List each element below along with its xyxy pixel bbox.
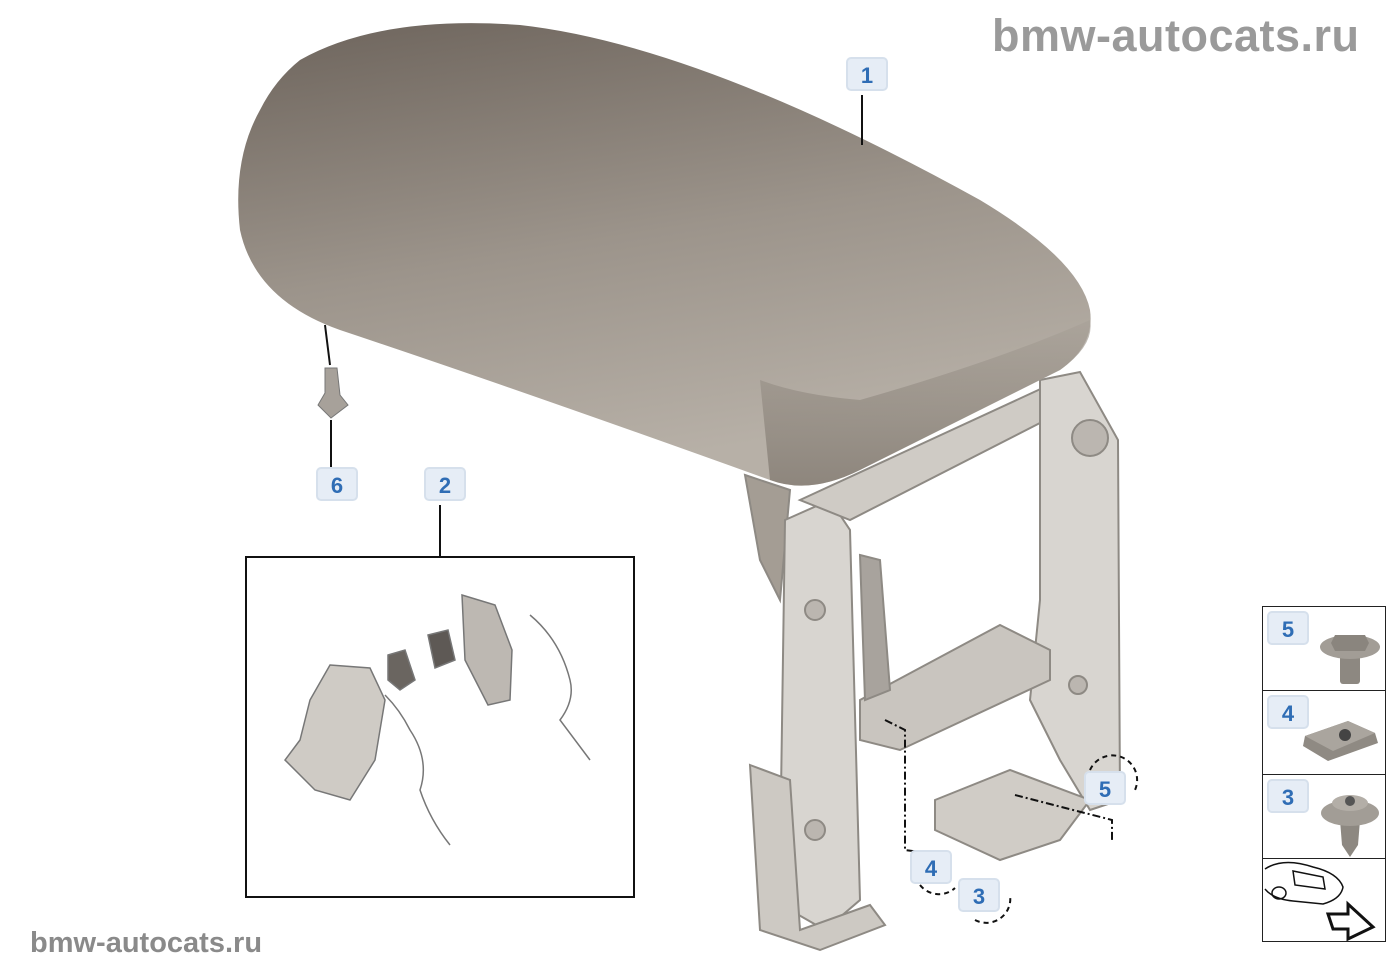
legend-row-4[interactable]: 4 <box>1263 691 1385 775</box>
watermark-bottom: bmw-autocats.ru <box>30 927 263 959</box>
vehicle-position-arrow-icon <box>1264 861 1376 942</box>
callout-1-armrest[interactable]: 1 <box>846 57 888 91</box>
repair-kit-parts <box>284 593 591 846</box>
callout-4-nut[interactable]: 4 <box>910 850 952 884</box>
armrest-cushion <box>238 23 1091 486</box>
legend-number: 3 <box>1267 779 1309 813</box>
callout-5-bolt[interactable]: 5 <box>1084 771 1126 805</box>
self-tapping-screw-icon <box>1321 795 1379 857</box>
fastener-legend: 5 4 3 <box>1262 606 1386 942</box>
legend-number: 5 <box>1267 611 1309 645</box>
legend-number: 4 <box>1267 695 1309 729</box>
hex-collar-bolt-icon <box>1320 635 1380 684</box>
callout-3-screw[interactable]: 3 <box>958 878 1000 912</box>
legend-row-3[interactable]: 3 <box>1263 775 1385 859</box>
watermark-top: bmw-autocats.ru <box>992 10 1360 61</box>
legend-row-5[interactable]: 5 <box>1263 607 1385 691</box>
clip-part-6 <box>317 367 349 419</box>
repair-kit-inset-frame <box>245 556 635 898</box>
callout-2-repair-kit[interactable]: 2 <box>424 467 466 501</box>
legend-row-vehicle[interactable] <box>1263 859 1385 943</box>
callout-6-clip[interactable]: 6 <box>316 467 358 501</box>
armrest-frame <box>743 370 1122 952</box>
spring-nut-icon <box>1303 721 1378 761</box>
